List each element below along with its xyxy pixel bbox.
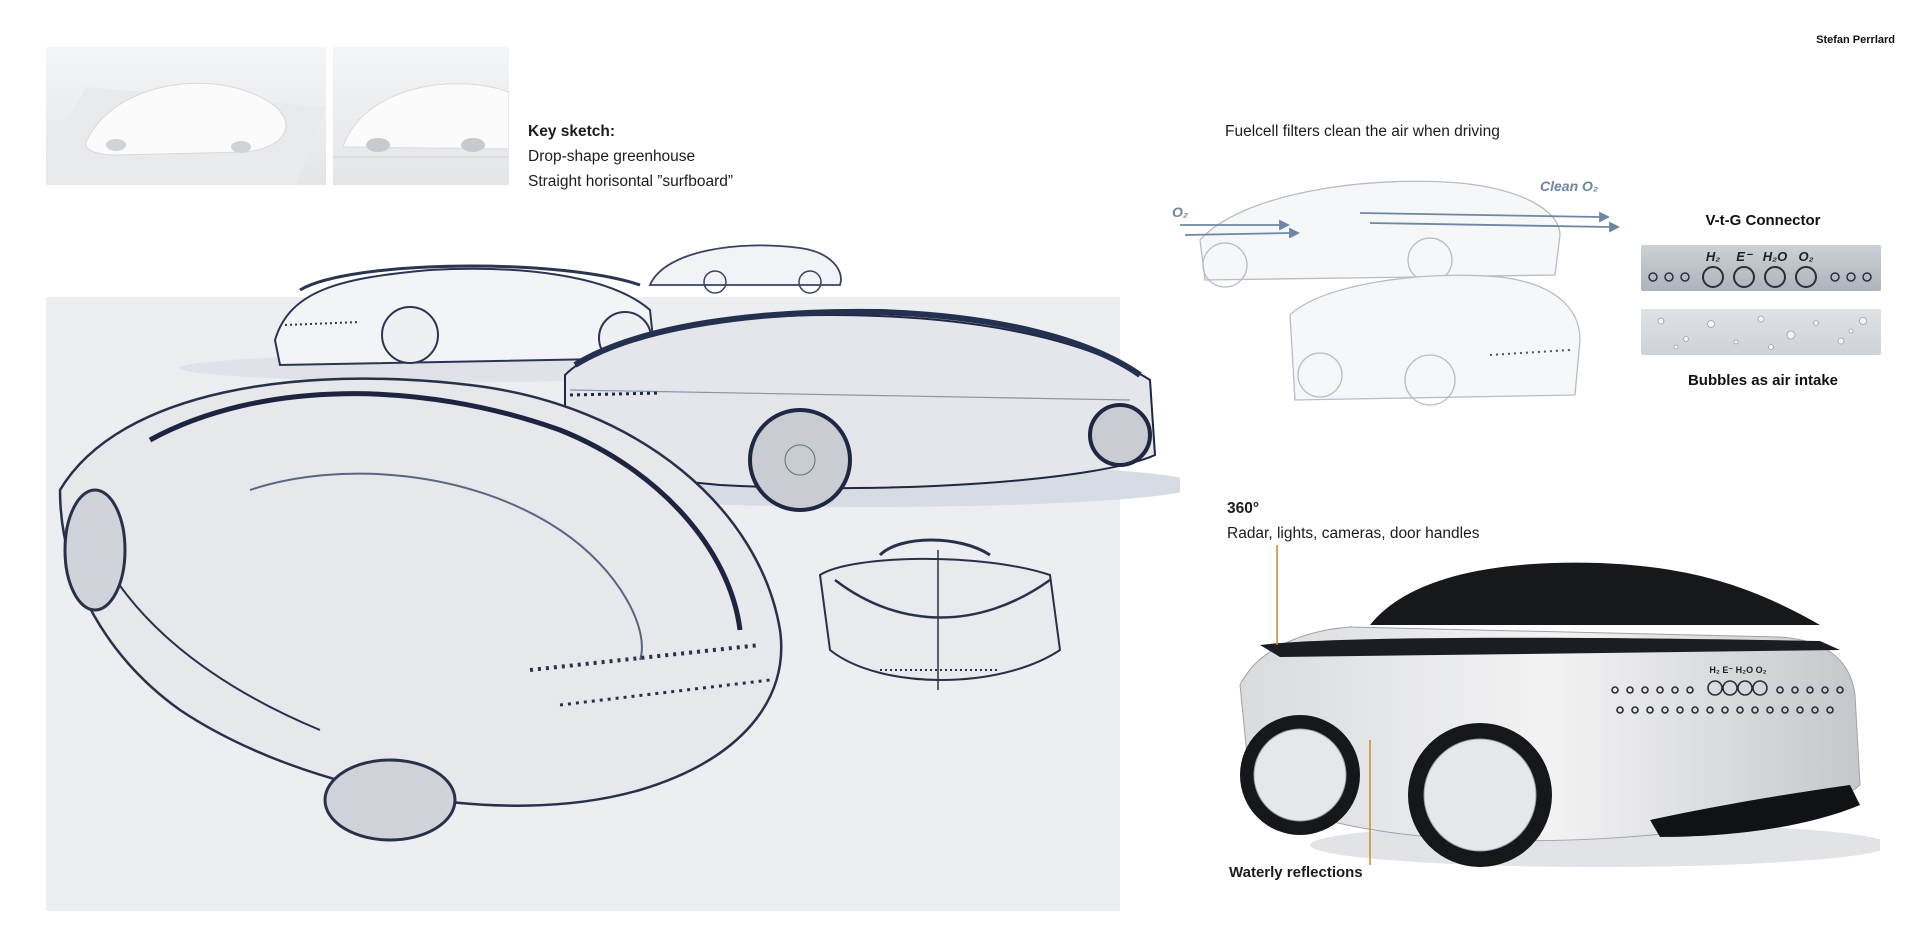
key-sketch-line-1: Drop-shape greenhouse	[528, 148, 696, 165]
sketch-perspective-car	[58, 377, 783, 842]
render-caption: 360° Radar, lights, cameras, door handle…	[1227, 496, 1479, 546]
rear-dot-pattern	[1611, 680, 1844, 714]
render-subtitle: Radar, lights, cameras, door handles	[1227, 525, 1480, 542]
fuelcell-caption: Fuelcell filters clean the air when driv…	[1225, 123, 1500, 140]
clean-o2-label: Clean O₂	[1540, 178, 1598, 194]
connector-title: V-t-G Connector	[1705, 212, 1821, 229]
key-sketch-line-2: Straight horisontal ”surfboard”	[528, 173, 734, 190]
clay-model-side-shape	[333, 83, 509, 158]
connector-symbol-h2: H₂	[1706, 249, 1720, 264]
sketch-large-car-right	[540, 308, 1180, 512]
connector-symbol-e: E⁻	[1736, 249, 1754, 264]
fuelcell-diagram: O₂ Clean O₂	[1172, 178, 1620, 406]
key-sketch-caption: Key sketch: Drop-shape greenhouse Straig…	[528, 119, 733, 194]
fuelcell-car-bottom	[1289, 274, 1581, 406]
connector-strip: H₂ E⁻ H₂O O₂	[1641, 245, 1881, 291]
airflow-arrows	[1180, 211, 1620, 239]
waterly-reflections-label: Waterly reflections	[1229, 860, 1363, 885]
sketch-small-car-center	[648, 244, 842, 294]
clay-model-shape	[46, 82, 326, 185]
render-heading: 360°	[1227, 500, 1260, 517]
connector-ports: H₂ E⁻ H₂O O₂	[1648, 249, 1872, 288]
clay-model-photo-top	[46, 47, 326, 185]
connector-symbol-o2: O₂	[1798, 249, 1813, 264]
bubbles-strip	[1641, 309, 1881, 355]
key-sketch-heading: Key sketch:	[528, 123, 616, 140]
car-render: H₂ E⁻ H₂O O₂	[1239, 545, 1880, 867]
o2-label: O₂	[1172, 204, 1188, 220]
bubbles-texture	[1657, 315, 1867, 350]
connector-symbol-h2o: H₂O	[1763, 249, 1787, 264]
rear-plate-symbols: H₂ E⁻ H₂O O₂	[1709, 665, 1766, 675]
sketch-front-view-car	[818, 538, 1062, 690]
bubbles-caption: Bubbles as air intake	[1687, 372, 1839, 389]
car-sketches	[58, 244, 1180, 842]
fuelcell-car-top	[1199, 180, 1561, 288]
clay-model-photo-side	[333, 47, 509, 185]
author-name: Stefan Perrlard	[1816, 34, 1895, 46]
waterly-reflections-text: Waterly reflections	[1229, 864, 1363, 881]
